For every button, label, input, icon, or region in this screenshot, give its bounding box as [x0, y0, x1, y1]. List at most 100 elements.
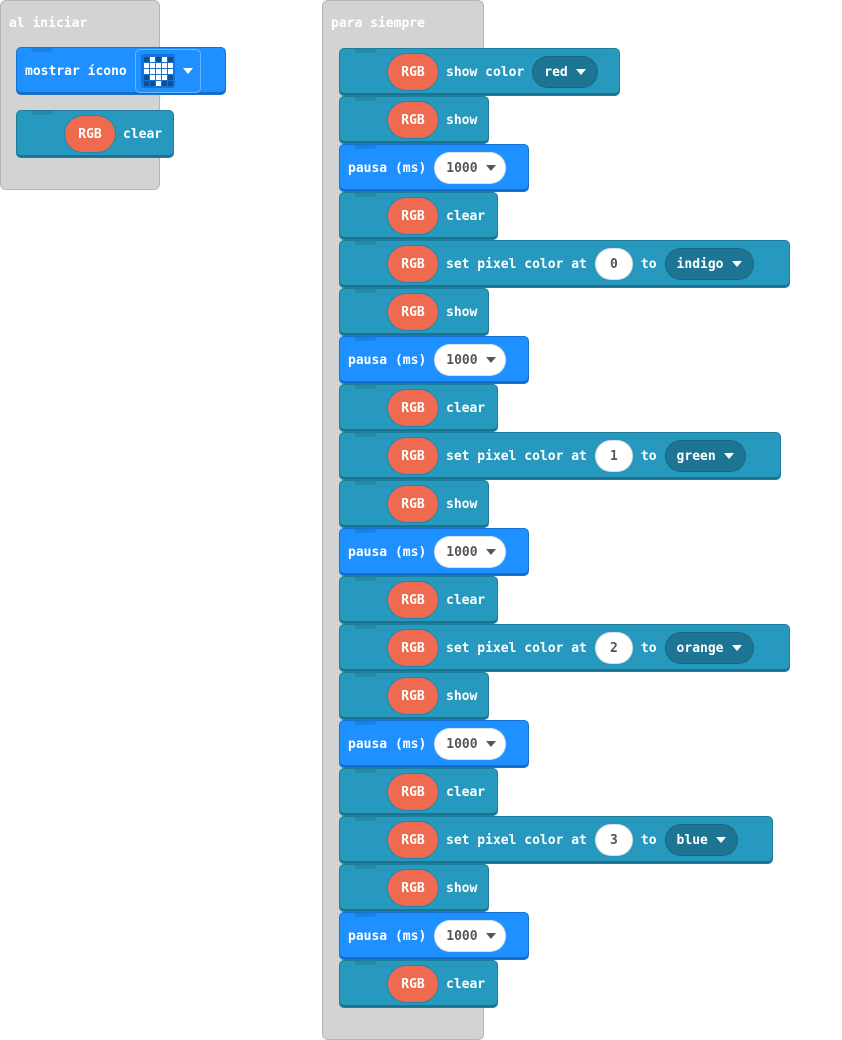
show-label: show	[446, 688, 478, 704]
pause-value: 1000	[446, 928, 478, 944]
color-dropdown-value: red	[544, 64, 568, 80]
rgb-set-pixel-block[interactable]: RGB set pixel color at 2 to orange	[339, 624, 790, 672]
rgb-show-block[interactable]: RGB show	[339, 96, 489, 144]
set-pixel-label: set pixel color at	[446, 640, 587, 656]
rgb-show-block[interactable]: RGB show	[339, 480, 489, 528]
rgb-variable[interactable]: RGB	[388, 582, 438, 618]
pause-block[interactable]: pausa (ms) 1000	[339, 336, 529, 384]
rgb-variable[interactable]: RGB	[388, 774, 438, 810]
pause-block[interactable]: pausa (ms) 1000	[339, 144, 529, 192]
rgb-variable[interactable]: RGB	[388, 870, 438, 906]
pause-value: 1000	[446, 736, 478, 752]
pause-block[interactable]: pausa (ms) 1000	[339, 720, 529, 768]
icon-led	[143, 81, 149, 86]
rgb-variable[interactable]: RGB	[388, 678, 438, 714]
color-dropdown-value: orange	[676, 640, 724, 656]
chevron-down-icon	[731, 645, 742, 651]
pixel-index-input[interactable]: 0	[594, 248, 633, 280]
rgb-variable[interactable]: RGB	[388, 630, 438, 666]
pause-value-dropdown[interactable]: 1000	[434, 536, 506, 568]
pause-value: 1000	[446, 544, 478, 560]
color-dropdown[interactable]: orange	[664, 632, 754, 664]
show-label: show	[446, 880, 478, 896]
pause-value: 1000	[446, 352, 478, 368]
clear-label: clear	[446, 400, 486, 416]
pixel-index-input[interactable]: 2	[594, 632, 633, 664]
rgb-clear-block[interactable]: RGB clear	[339, 768, 498, 816]
icon-led	[167, 75, 173, 80]
icon-led	[167, 57, 173, 62]
rgb-variable[interactable]: RGB	[388, 246, 438, 282]
rgb-clear-block[interactable]: RGB clear	[339, 192, 498, 240]
pause-value-dropdown[interactable]: 1000	[434, 344, 506, 376]
clear-label: clear	[123, 126, 163, 142]
icon-dropdown[interactable]	[134, 49, 201, 93]
pause-value: 1000	[446, 160, 478, 176]
rgb-variable[interactable]: RGB	[388, 486, 438, 522]
icon-led	[155, 69, 161, 74]
color-dropdown[interactable]: indigo	[664, 248, 754, 280]
small-heart-icon	[140, 54, 175, 88]
rgb-variable[interactable]: RGB	[388, 390, 438, 426]
rgb-variable[interactable]: RGB	[388, 198, 438, 234]
icon-led	[161, 69, 167, 74]
icon-led	[167, 81, 173, 86]
icon-led	[155, 63, 161, 68]
rgb-clear-block[interactable]: RGB clear	[339, 384, 498, 432]
set-pixel-label: set pixel color at	[446, 832, 587, 848]
icon-led	[149, 81, 155, 86]
rgb-show-block[interactable]: RGB show	[339, 288, 489, 336]
pause-value-dropdown[interactable]: 1000	[434, 920, 506, 952]
rgb-clear-block[interactable]: RGB clear	[16, 110, 174, 158]
rgb-variable[interactable]: RGB	[388, 966, 438, 1002]
color-dropdown[interactable]: red	[532, 56, 598, 88]
icon-led	[161, 63, 167, 68]
rgb-set-pixel-block[interactable]: RGB set pixel color at 3 to blue	[339, 816, 773, 864]
rgb-clear-block[interactable]: RGB clear	[339, 576, 498, 624]
chevron-down-icon	[182, 68, 193, 74]
color-dropdown[interactable]: green	[664, 440, 746, 472]
on-start-event-block[interactable]: al iniciar	[0, 0, 160, 190]
rgb-variable[interactable]: RGB	[388, 822, 438, 858]
rgb-set-pixel-block[interactable]: RGB set pixel color at 1 to green	[339, 432, 781, 480]
rgb-show-block[interactable]: RGB show	[339, 672, 489, 720]
to-label: to	[640, 832, 657, 848]
rgb-clear-block[interactable]: RGB clear	[339, 960, 498, 1008]
rgb-show-color-block[interactable]: RGB show color red	[339, 48, 620, 96]
pixel-index-input[interactable]: 3	[594, 824, 633, 856]
rgb-set-pixel-block[interactable]: RGB set pixel color at 0 to indigo	[339, 240, 790, 288]
color-dropdown[interactable]: blue	[664, 824, 738, 856]
pause-value-dropdown[interactable]: 1000	[434, 152, 506, 184]
icon-led	[167, 63, 173, 68]
show-label: show	[446, 304, 478, 320]
icon-led	[161, 75, 167, 80]
icon-led	[149, 57, 155, 62]
show-icon-block[interactable]: mostrar ícono	[16, 47, 226, 95]
pause-block[interactable]: pausa (ms) 1000	[339, 912, 529, 960]
pause-value-dropdown[interactable]: 1000	[434, 728, 506, 760]
rgb-variable[interactable]: RGB	[388, 294, 438, 330]
icon-led	[143, 57, 149, 62]
rgb-show-block[interactable]: RGB show	[339, 864, 489, 912]
pause-label: pausa (ms)	[348, 352, 427, 368]
set-pixel-label: set pixel color at	[446, 256, 587, 272]
icon-led	[143, 69, 149, 74]
pause-label: pausa (ms)	[348, 160, 427, 176]
forever-title: para siempre	[331, 16, 425, 31]
chevron-down-icon	[485, 165, 496, 171]
clear-label: clear	[446, 592, 486, 608]
clear-label: clear	[446, 784, 486, 800]
rgb-variable[interactable]: RGB	[388, 54, 438, 90]
icon-led	[149, 69, 155, 74]
rgb-variable[interactable]: RGB	[388, 102, 438, 138]
rgb-variable[interactable]: RGB	[388, 438, 438, 474]
chevron-down-icon	[485, 933, 496, 939]
pause-block[interactable]: pausa (ms) 1000	[339, 528, 529, 576]
pixel-index-input[interactable]: 1	[594, 440, 633, 472]
pause-label: pausa (ms)	[348, 928, 427, 944]
rgb-variable[interactable]: RGB	[65, 116, 115, 152]
show-color-label: show color	[446, 64, 525, 80]
to-label: to	[640, 640, 657, 656]
chevron-down-icon	[485, 357, 496, 363]
show-label: show	[446, 496, 478, 512]
